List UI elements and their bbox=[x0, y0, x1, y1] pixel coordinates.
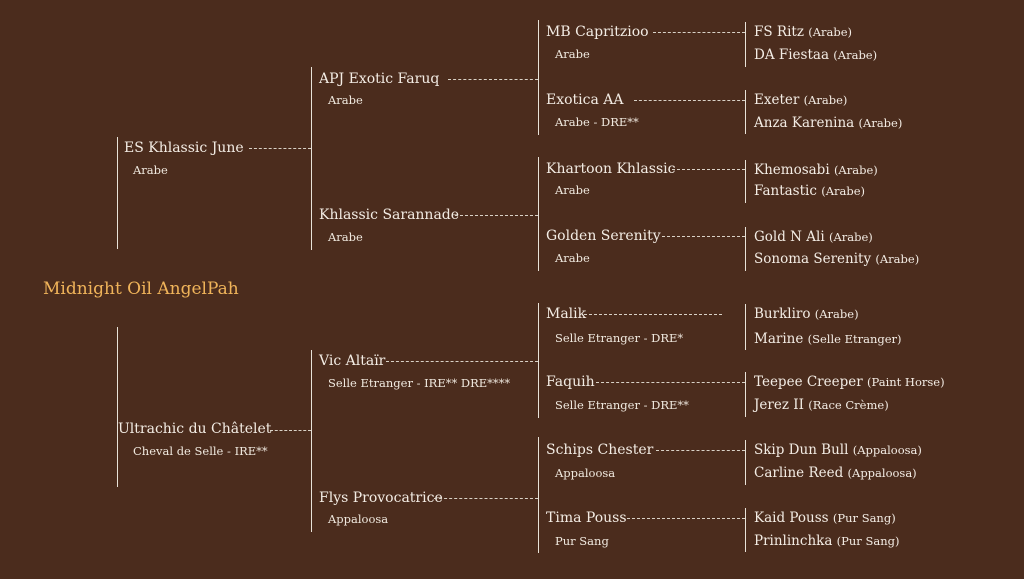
connector-line bbox=[596, 382, 745, 383]
gen3-bracket bbox=[538, 157, 539, 271]
gen4-bracket bbox=[745, 160, 746, 203]
connector-line bbox=[434, 498, 538, 499]
connector-line bbox=[653, 32, 745, 33]
gen4-entry: Jerez II (Race Crème) bbox=[754, 397, 889, 413]
gen3-name: Khartoon Khlassic bbox=[546, 161, 676, 177]
gen3-info: Selle Etranger - DRE** bbox=[555, 398, 689, 412]
dam-dam-info: Appaloosa bbox=[328, 512, 389, 526]
gen4-entry: Gold N Ali (Arabe) bbox=[754, 229, 873, 245]
gen4-entry: Marine (Selle Etranger) bbox=[754, 331, 902, 347]
gen4-entry: Burkliro (Arabe) bbox=[754, 306, 859, 322]
gen3-name: Schips Chester bbox=[546, 442, 654, 458]
gen3-name: Malik bbox=[546, 306, 587, 322]
gen3-info: Pur Sang bbox=[555, 534, 609, 548]
gen4-entry: Fantastic (Arabe) bbox=[754, 183, 866, 199]
connector-line bbox=[448, 79, 538, 80]
root-horse-name: Midnight Oil AngelPah bbox=[43, 279, 239, 299]
sire-name: ES Khlassic June bbox=[124, 140, 244, 156]
gen4-entry: Skip Dun Bull (Appaloosa) bbox=[754, 442, 922, 458]
dam-sire-info: Selle Etranger - IRE** DRE**** bbox=[328, 376, 511, 390]
dam-sire-name: Vic Altaïr bbox=[319, 353, 386, 369]
gen4-entry: Teepee Creeper (Paint Horse) bbox=[754, 374, 945, 390]
gen3-name: MB Capritzioo bbox=[546, 24, 649, 40]
gen4-entry: Kaid Pouss (Pur Sang) bbox=[754, 510, 896, 526]
sire-dam-name: Khlassic Sarannade bbox=[319, 207, 460, 223]
gen4-bracket bbox=[745, 22, 746, 67]
sire-sire-info: Arabe bbox=[328, 93, 363, 107]
connector-line bbox=[249, 148, 311, 149]
gen4-bracket bbox=[745, 227, 746, 271]
gen3-info: Arabe bbox=[555, 47, 590, 61]
connector-line bbox=[270, 430, 311, 431]
dam-name: Ultrachic du Châtelet bbox=[118, 421, 272, 437]
gen4-bracket bbox=[745, 304, 746, 350]
gen3-info: Appaloosa bbox=[555, 466, 616, 480]
gen3-name: Golden Serenity bbox=[546, 228, 661, 244]
sire-bracket bbox=[117, 137, 118, 249]
connector-line bbox=[634, 100, 745, 101]
sire-sire-name: APJ Exotic Faruq bbox=[319, 71, 440, 87]
gen2-bracket-sire bbox=[311, 67, 312, 250]
gen3-info: Selle Etranger - DRE* bbox=[555, 331, 684, 345]
gen4-entry: Carline Reed (Appaloosa) bbox=[754, 465, 917, 481]
gen3-name: Faquih bbox=[546, 374, 595, 390]
connector-line bbox=[627, 518, 745, 519]
gen4-entry: Prinlinchka (Pur Sang) bbox=[754, 533, 900, 549]
gen4-entry: Khemosabi (Arabe) bbox=[754, 162, 878, 178]
gen3-bracket bbox=[538, 303, 539, 418]
gen4-entry: DA Fiestaa (Arabe) bbox=[754, 47, 878, 63]
connector-line bbox=[656, 450, 745, 451]
dam-dam-name: Flys Provocatrice bbox=[319, 490, 443, 506]
gen3-name: Tima Pouss bbox=[546, 510, 627, 526]
connector-line bbox=[584, 314, 722, 315]
sire-dam-info: Arabe bbox=[328, 230, 363, 244]
gen4-entry: Anza Karenina (Arabe) bbox=[754, 115, 903, 131]
connector-line bbox=[672, 169, 745, 170]
gen2-bracket-dam bbox=[311, 350, 312, 532]
connector-line bbox=[386, 361, 538, 362]
connector-line bbox=[662, 236, 745, 237]
gen3-info: Arabe bbox=[555, 183, 590, 197]
gen4-entry: FS Ritz (Arabe) bbox=[754, 24, 853, 40]
sire-info: Arabe bbox=[133, 163, 168, 177]
gen3-bracket bbox=[538, 20, 539, 135]
gen3-info: Arabe bbox=[555, 251, 590, 265]
connector-line bbox=[455, 215, 538, 216]
gen3-name: Exotica AA bbox=[546, 92, 624, 108]
gen4-bracket bbox=[745, 440, 746, 485]
dam-bracket bbox=[117, 327, 118, 487]
gen4-bracket bbox=[745, 372, 746, 417]
gen4-entry: Exeter (Arabe) bbox=[754, 92, 848, 108]
gen3-info: Arabe - DRE** bbox=[555, 115, 639, 129]
dam-info: Cheval de Selle - IRE** bbox=[133, 444, 268, 458]
gen4-entry: Sonoma Serenity (Arabe) bbox=[754, 251, 920, 267]
gen4-bracket bbox=[745, 508, 746, 552]
gen4-bracket bbox=[745, 90, 746, 134]
gen3-bracket bbox=[538, 437, 539, 553]
